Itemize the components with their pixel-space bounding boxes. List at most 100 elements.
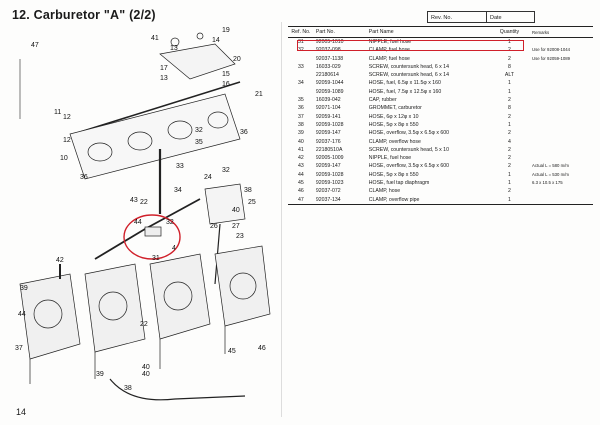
callout-13b: 13 (160, 75, 168, 82)
part-name-cell: HOSE, fuel, 7.5φ x 12.5φ x 160 (368, 88, 442, 95)
callout-26: 26 (210, 223, 218, 230)
part-no-cell: 92059-141 (315, 113, 341, 120)
remarks-cell (530, 63, 593, 71)
callout-15: 15 (222, 71, 230, 78)
callout-38b: 38 (124, 385, 132, 392)
callout-13: 13 (170, 45, 178, 52)
ref-no-cell: 33 (298, 63, 304, 70)
callout-44: 44 (134, 219, 142, 226)
quantity-cell: 1 (508, 121, 511, 128)
part-name-cell: CLAMP, fuel hose (368, 47, 410, 54)
part-no-cell: 22180510A (315, 146, 343, 153)
header-part-name: Part Name (366, 26, 489, 38)
part-name-cell: SCREW, countersunk head, 5 x 10 (368, 146, 449, 153)
port-shape (207, 111, 229, 129)
parts-list-table: Ref. No. Part No. Part Name Quantity Rem… (288, 26, 593, 205)
callout-32: 32 (195, 127, 203, 134)
callout-36: 36 (80, 174, 88, 181)
screw-shape (170, 37, 180, 47)
ref-no-cell (288, 55, 314, 63)
part-name-cell: SCREW, countersunk head, 6 x 14 (368, 72, 449, 79)
ref-no-cell: 38 (298, 121, 304, 128)
carburetor-diagram-svg: 41 13 14 19 20 17 13 15 16 47 21 11 12 1… (15, 27, 271, 401)
ref-no-cell: 34 (298, 80, 304, 87)
float-bowl-lines (29, 326, 226, 384)
callout-12b: 12 (63, 137, 71, 144)
part-name-cell: NIPPLE, fuel hose (368, 39, 412, 45)
callout-33: 33 (176, 163, 184, 170)
callout-37: 37 (15, 345, 23, 352)
callout-20: 20 (233, 56, 241, 63)
ref-no-cell: 42 (298, 155, 304, 162)
remarks-cell (530, 79, 593, 87)
overflow-hose-shape (109, 378, 246, 401)
rev-no-box: Rev. No. (427, 11, 487, 23)
quantity-cell: 2 (508, 146, 511, 153)
callout-39b: 39 (96, 371, 104, 378)
ref-no-cell: 43 (298, 163, 304, 170)
part-no-cell: 92059-1028 (315, 171, 344, 178)
callout-40: 40 (232, 207, 240, 214)
part-no-cell: 92059-1023 (315, 180, 344, 187)
quantity-cell: 2 (508, 188, 511, 195)
callout-22: 22 (140, 199, 148, 206)
part-name-cell: HOSE, 5φ x 8φ x 550 (368, 121, 419, 128)
part-name-cell: CAP, rubber (368, 97, 397, 104)
remarks-cell: Use for 92059-1089 (532, 55, 570, 61)
port-shape (87, 142, 113, 162)
part-name-cell: CLAMP, hose (368, 188, 401, 195)
quantity-cell: 2 (508, 113, 511, 120)
header-ref-no: Ref. No. (288, 26, 314, 38)
remarks-cell (530, 138, 593, 146)
throat-shape (163, 281, 193, 311)
part-name-cell: HOSE, 6φ x 12φ x 10 (368, 113, 419, 120)
callout-14: 14 (212, 37, 220, 44)
callout-21: 21 (255, 91, 263, 98)
part-no-cell: 92059-1044 (315, 80, 344, 87)
holder-plate-shape (69, 93, 241, 180)
part-no-cell: 92005-1010 (315, 39, 344, 45)
header-part-no: Part No. (313, 26, 367, 38)
carburetor-body-3 (149, 253, 211, 340)
part-no-cell: 92037-134 (313, 195, 367, 205)
callout-19: 19 (222, 27, 230, 34)
callout-40b: 40 (142, 364, 150, 371)
part-name-cell: SCREW, countersunk head, 6 x 14 (368, 63, 449, 70)
quantity-cell: 8 (508, 63, 511, 70)
part-name-cell: HOSE, overflow, 3.5φ x 6.5φ x 600 (368, 163, 450, 170)
callout-36b: 36 (240, 129, 248, 136)
part-no-cell: 92037-176 (315, 138, 341, 145)
page-divider (281, 22, 282, 417)
callout-25: 25 (248, 199, 256, 206)
callout-32b: 32 (222, 167, 230, 174)
callout-44b: 44 (18, 311, 26, 318)
callout-12: 12 (63, 114, 71, 121)
callout-38: 38 (244, 187, 252, 194)
quantity-cell: 2 (508, 55, 511, 62)
remarks-cell (530, 129, 593, 137)
callout-27: 27 (232, 223, 240, 230)
remarks-cell (530, 154, 593, 162)
ref-no-cell: 31 (298, 39, 304, 45)
revision-header: Rev. No. Date (427, 11, 535, 23)
callout-24: 24 (204, 174, 212, 181)
throat-shape (229, 272, 257, 300)
remarks-cell (530, 96, 593, 104)
screw-shape (196, 32, 204, 40)
part-name-cell: HOSE, 5φ x 8φ x 550 (368, 171, 419, 178)
ref-no-cell: 37 (298, 113, 304, 120)
part-no-cell: 92071-104 (315, 105, 341, 112)
quantity-cell: 2 (508, 163, 511, 170)
remarks-cell: Actual L = 580 m/m (532, 163, 569, 169)
